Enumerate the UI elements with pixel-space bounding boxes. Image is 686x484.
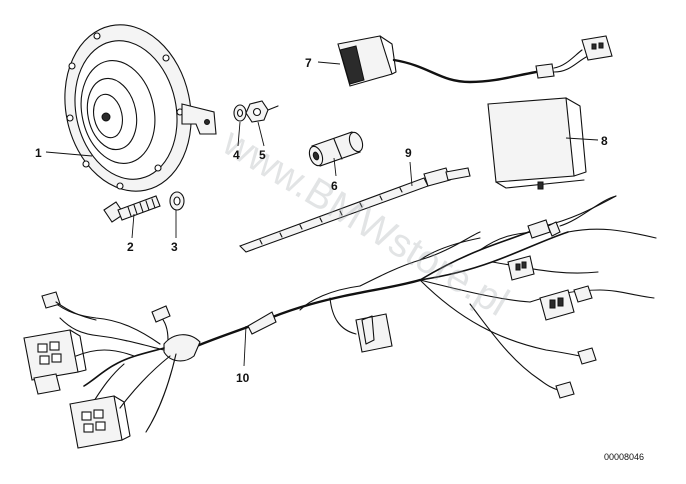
relay-box-part-8[interactable] [487, 97, 587, 190]
bolt-part-2[interactable] [103, 195, 161, 223]
callout-7: 7 [305, 56, 312, 70]
callout-5: 5 [259, 148, 266, 162]
spring-washer-part-4[interactable] [233, 104, 247, 122]
callout-10: 10 [236, 371, 250, 385]
connector-sleeve-part-6[interactable] [307, 131, 365, 168]
cable-tie-part-9[interactable] [239, 167, 471, 253]
callout-4: 4 [233, 148, 240, 162]
callout-3: 3 [171, 240, 178, 254]
callout-2: 2 [127, 240, 134, 254]
callout-6: 6 [331, 179, 338, 193]
wiring-harness-part-10[interactable] [23, 195, 657, 449]
diagram-reference-number: 00008046 [604, 452, 644, 462]
horn-part-1[interactable] [50, 13, 217, 203]
callout-leaders [45, 61, 599, 367]
rocker-switch-part-7[interactable] [337, 35, 613, 87]
callout-1: 1 [35, 146, 42, 160]
hex-nut-part-5[interactable] [245, 100, 279, 123]
washer-part-3[interactable] [169, 191, 185, 211]
callout-8: 8 [601, 134, 608, 148]
callout-9: 9 [405, 146, 412, 160]
